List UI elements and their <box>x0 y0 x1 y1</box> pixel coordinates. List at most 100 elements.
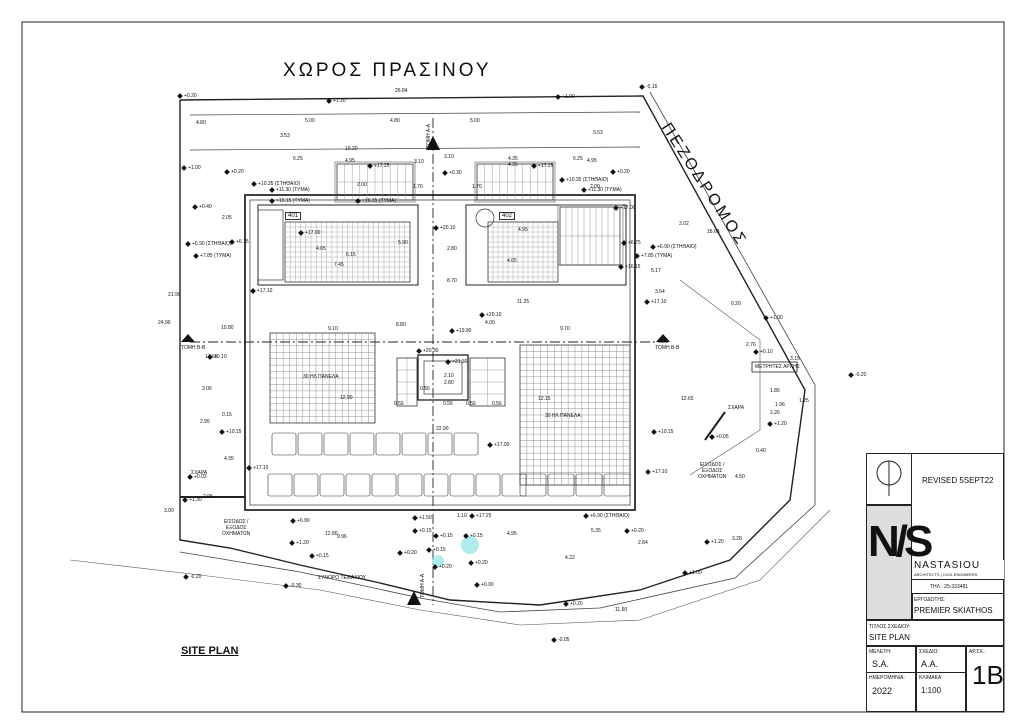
level-marker-icon <box>753 349 759 355</box>
dimension-label: 4.95 <box>518 227 528 233</box>
level-label: +17.25 <box>476 513 492 519</box>
dimension-label: 3.02 <box>679 221 689 227</box>
level-label: +6.90 <box>297 518 310 524</box>
pergola-left <box>334 161 416 203</box>
sheet-frame <box>21 21 1005 713</box>
level-label: +11.30 (ΤΥΜΑ) <box>276 187 310 193</box>
dimension-label: 2.26 <box>770 410 780 416</box>
dimension-label: 5.90 <box>398 240 408 246</box>
level-marker-icon <box>355 198 361 204</box>
bench-seat <box>475 473 501 497</box>
dimension-label: 7.45 <box>334 262 344 268</box>
level-label: +0.15 <box>440 533 453 539</box>
firm-name: NASTASIOU <box>914 560 981 571</box>
level-label: +0.30 <box>449 170 462 176</box>
dimension-label: 11.25 <box>517 299 530 305</box>
level-label: +0.15 <box>433 547 446 553</box>
level-label: +7.85 (ΤΥΜΑ) <box>200 253 232 259</box>
bench-seat <box>375 432 401 456</box>
level-label: +0.00 <box>481 582 494 588</box>
level-label: +1.00 <box>770 315 783 321</box>
dimension-label: 6.25 <box>573 156 583 162</box>
level-label: +17.10 <box>652 469 668 475</box>
top-terrace-line <box>189 111 641 116</box>
drawn-value: A.A. <box>921 659 939 669</box>
bench-seat <box>423 473 449 497</box>
level-marker-icon <box>326 98 332 104</box>
dimension-label: 10.20 <box>345 146 358 152</box>
level-label: +0.20 <box>404 550 417 556</box>
level-label: +1.00 <box>562 94 575 100</box>
drawing-title-value: SITE PLAN <box>869 633 910 642</box>
level-marker-icon <box>251 181 257 187</box>
dimension-label: 1.25 <box>799 398 809 404</box>
level-marker-icon <box>182 497 188 503</box>
level-label: +17.25 <box>374 163 390 169</box>
grate-right <box>704 411 726 441</box>
level-marker-icon <box>397 550 403 556</box>
level-marker-icon <box>445 359 451 365</box>
dimension-label: 2.00 <box>357 182 367 188</box>
dimension-label: 3.10 <box>414 159 424 165</box>
level-marker-icon <box>219 429 225 435</box>
dimension-label: 4.95 <box>345 158 355 164</box>
dimension-label: 1.10 <box>457 513 467 519</box>
level-label: +0.20 <box>475 560 488 566</box>
dimension-label: 9.70 <box>560 326 570 332</box>
dimension-label: 21.90 <box>168 292 181 298</box>
section-b-left-label: ΤΟΜΗ Β-Β <box>181 345 206 351</box>
level-marker-icon <box>412 528 418 534</box>
level-label: +6.90 (ΣΤΗΘΑΙΟ) <box>192 241 232 247</box>
dimension-label: 4.95 <box>587 158 597 164</box>
section-b-right-label: ΤΟΜΗ Β-Β <box>655 345 680 351</box>
core-inner <box>423 360 463 395</box>
level-label: +0.20 <box>617 169 630 175</box>
level-marker-icon <box>474 582 480 588</box>
level-label: +17.10 <box>651 299 667 305</box>
bench-seat <box>349 432 375 456</box>
level-marker-icon <box>432 564 438 570</box>
level-marker-icon <box>563 601 569 607</box>
dimension-label: 3.53 <box>280 133 290 139</box>
bench-seat <box>293 473 319 497</box>
dimension-label: 0.15 <box>222 412 232 418</box>
level-label: +0.20 <box>631 528 644 534</box>
dimension-label: 2.05 <box>203 494 213 500</box>
level-marker-icon <box>621 240 627 246</box>
study-label: ΜΕΛΕΤΗ: <box>869 649 892 655</box>
level-marker-icon <box>269 198 275 204</box>
level-marker-icon <box>682 570 688 576</box>
sheet-number-label: ΑΡ.ΣΧ.: <box>969 649 986 655</box>
level-marker-icon <box>283 583 289 589</box>
dimension-label: 5.00 <box>305 118 315 124</box>
dimension-label: 0.56 <box>443 401 453 407</box>
bench-seat <box>397 473 423 497</box>
level-marker-icon <box>433 225 439 231</box>
drawn-label: ΣΧΕΔΙΟ: <box>919 649 939 655</box>
dimension-label: 8.80 <box>396 322 406 328</box>
level-marker-icon <box>634 253 640 259</box>
dimension-label: 1.70 <box>472 184 482 190</box>
section-arrow-b-right <box>656 334 670 342</box>
level-label: +1.00 <box>689 570 702 576</box>
dimension-label: 1.96 <box>775 402 785 408</box>
revision-label: REVISED 5SEPT22 <box>922 476 994 485</box>
bench-seat <box>519 473 547 497</box>
dimension-label: 0.40 <box>756 448 766 454</box>
client-cell <box>912 593 1004 620</box>
dimension-label: 17.65 <box>205 354 218 360</box>
bench-seat <box>427 432 453 456</box>
level-label: +0.15 <box>419 528 432 534</box>
level-marker-icon <box>229 239 235 245</box>
level-marker-icon <box>469 513 475 519</box>
level-marker-icon <box>610 169 616 175</box>
level-label: +0.40 <box>199 204 212 210</box>
level-marker-icon <box>298 230 304 236</box>
level-label: +6.75 <box>628 240 641 246</box>
level-marker-icon <box>645 469 651 475</box>
drawing-title-label: ΤΙΤΛΟΣ ΣΧΕΔΙΟΥ: <box>869 624 911 630</box>
level-marker-icon <box>463 533 469 539</box>
dimension-label: 3.00 <box>164 508 174 514</box>
level-marker-icon <box>412 515 418 521</box>
level-marker-icon <box>289 540 295 546</box>
